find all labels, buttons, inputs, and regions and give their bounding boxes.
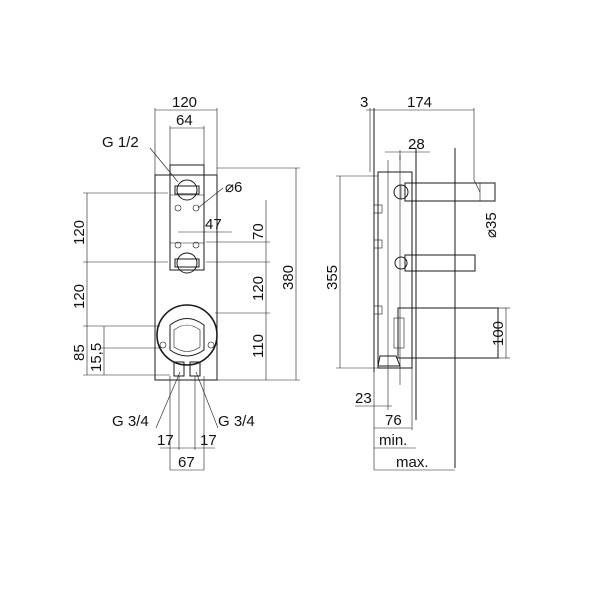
side-depth-3: 3: [360, 94, 368, 111]
front-width-120: 120: [172, 94, 197, 111]
front-right-110: 110: [250, 334, 267, 358]
front-left-120-upper: 120: [71, 220, 88, 245]
side-depth-174: 174: [407, 94, 432, 111]
side-height-100: 100: [490, 321, 507, 346]
front-height-380: 380: [280, 265, 297, 290]
side-pipe-diameter: ⌀35: [483, 212, 500, 238]
front-top-connection: [176, 179, 198, 201]
side-cartridge-housing: [397, 307, 499, 359]
front-spacing-67: 67: [178, 454, 195, 471]
front-thread-bottom-right: G 3/4: [218, 413, 255, 430]
front-offset-17-right: 17: [200, 432, 217, 449]
side-middle-pipe: [404, 254, 476, 272]
front-middle-connection: [176, 252, 198, 274]
side-label-max: max.: [396, 454, 429, 471]
front-upper-body: [169, 164, 205, 271]
side-label-min: min.: [379, 432, 407, 449]
side-view: 3 174 28 ⌀35 355 100 23 76 min.: [324, 94, 510, 471]
side-upper-pipe: [404, 182, 496, 202]
front-right-120: 120: [250, 276, 267, 301]
front-mounting-plate: [154, 174, 218, 381]
front-offset-17-left: 17: [157, 432, 174, 449]
front-view: 120 64 G 1/2 ⌀6 47 120 120 85 15,5: [71, 94, 300, 471]
side-depth-76: 76: [385, 412, 402, 429]
side-height-355: 355: [324, 265, 341, 290]
side-depth-28: 28: [408, 136, 425, 153]
front-left-85: 85: [71, 344, 88, 361]
side-body: [377, 171, 413, 369]
front-mixing-ring: [156, 304, 218, 366]
front-left-120-lower: 120: [71, 284, 88, 309]
front-width-64: 64: [176, 112, 193, 129]
front-left-15-5: 15,5: [88, 343, 105, 372]
front-hole-diameter: ⌀6: [225, 179, 242, 196]
front-thread-bottom-left: G 3/4: [112, 413, 149, 430]
front-right-70: 70: [250, 223, 267, 240]
front-thread-top: G 1/2: [102, 134, 139, 151]
front-spacing-47: 47: [205, 216, 222, 233]
side-depth-23: 23: [355, 390, 372, 407]
